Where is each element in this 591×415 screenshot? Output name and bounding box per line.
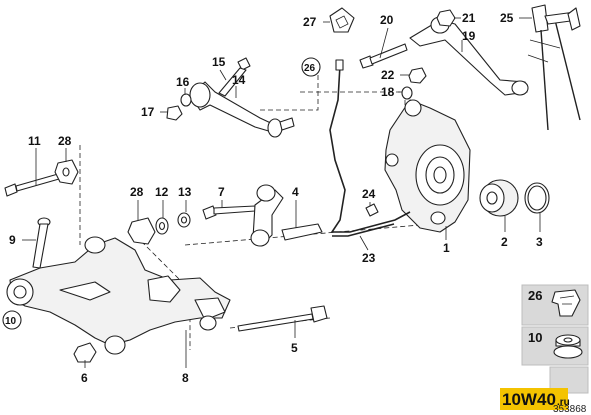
part-legend: 26 10 [521, 284, 589, 394]
toe-link-4 [250, 184, 323, 247]
callout-12: 12 [155, 185, 169, 199]
callout-19: 19 [462, 29, 476, 43]
rod-assembly-25 [527, 4, 581, 131]
callout-16: 16 [176, 75, 190, 89]
legend-label-10: 10 [528, 330, 542, 345]
callout-labels: 11 28 9 6 8 5 28 12 13 7 4 15 14 16 17 2… [2, 11, 543, 385]
callout-23: 23 [362, 251, 376, 265]
callout-22: 22 [381, 68, 395, 82]
callout-28-left: 28 [58, 134, 72, 148]
watermark-badge [500, 388, 568, 410]
callout-2: 2 [501, 235, 508, 249]
bolt-15 [218, 57, 251, 97]
watermark: 10W 40 .ru [500, 388, 570, 410]
callout-5: 5 [291, 341, 298, 355]
washer-18 [401, 86, 413, 100]
callout-18: 18 [381, 85, 395, 99]
legend-box-10 [521, 326, 589, 366]
nut-21 [436, 9, 456, 27]
callout-8: 8 [182, 371, 189, 385]
watermark-brand-tld: .ru [557, 397, 570, 408]
bolt-5 [237, 305, 328, 332]
wheel-bearing-2 [479, 179, 519, 217]
callout-6: 6 [81, 371, 88, 385]
drawing-number: 353868 [553, 404, 587, 415]
clip-24 [365, 203, 379, 217]
watermark-brand-left: 10W [502, 390, 538, 409]
snap-ring-3 [524, 182, 550, 214]
callout-14: 14 [232, 73, 246, 87]
callout-3: 3 [536, 235, 543, 249]
nut-22 [408, 67, 427, 84]
callout-20: 20 [380, 13, 394, 27]
callout-24: 24 [362, 187, 376, 201]
callout-4: 4 [292, 185, 299, 199]
watermark-brand-right: 40 [537, 390, 556, 409]
callout-10-circle [2, 310, 22, 330]
bolt-20 [359, 43, 408, 69]
bolt-9 [32, 217, 51, 269]
bushing-stack-28-12-13 [127, 212, 191, 245]
nut-17 [166, 105, 183, 121]
rear-axle-subframe [6, 236, 231, 355]
collar-nut-10-icon [553, 334, 583, 359]
callout-7: 7 [218, 185, 225, 199]
callout-17: 17 [141, 105, 155, 119]
washer-16 [180, 93, 192, 107]
callout-9: 9 [9, 233, 16, 247]
callout-13: 13 [178, 185, 192, 199]
callout-1: 1 [443, 241, 450, 255]
leader-lines [22, 17, 541, 368]
callout-21: 21 [462, 11, 476, 25]
callout-25: 25 [500, 11, 514, 25]
callout-28-center: 28 [130, 185, 144, 199]
wheel-carrier-1 [384, 99, 471, 233]
callout-26-circled: 26 [304, 63, 316, 74]
nut-28-left [54, 159, 79, 185]
callout-15: 15 [212, 55, 226, 69]
nut-6 [73, 342, 97, 363]
callout-11: 11 [28, 134, 41, 148]
bolt-7 [202, 205, 256, 220]
callout-10-circled: 10 [5, 316, 17, 327]
clip-26-marker [301, 57, 321, 77]
clip-27 [329, 7, 355, 33]
callout-27: 27 [303, 15, 317, 29]
abs-sensor-cable-23 [329, 59, 411, 237]
legend-label-26: 26 [528, 288, 542, 303]
control-arm-14 [189, 81, 295, 138]
